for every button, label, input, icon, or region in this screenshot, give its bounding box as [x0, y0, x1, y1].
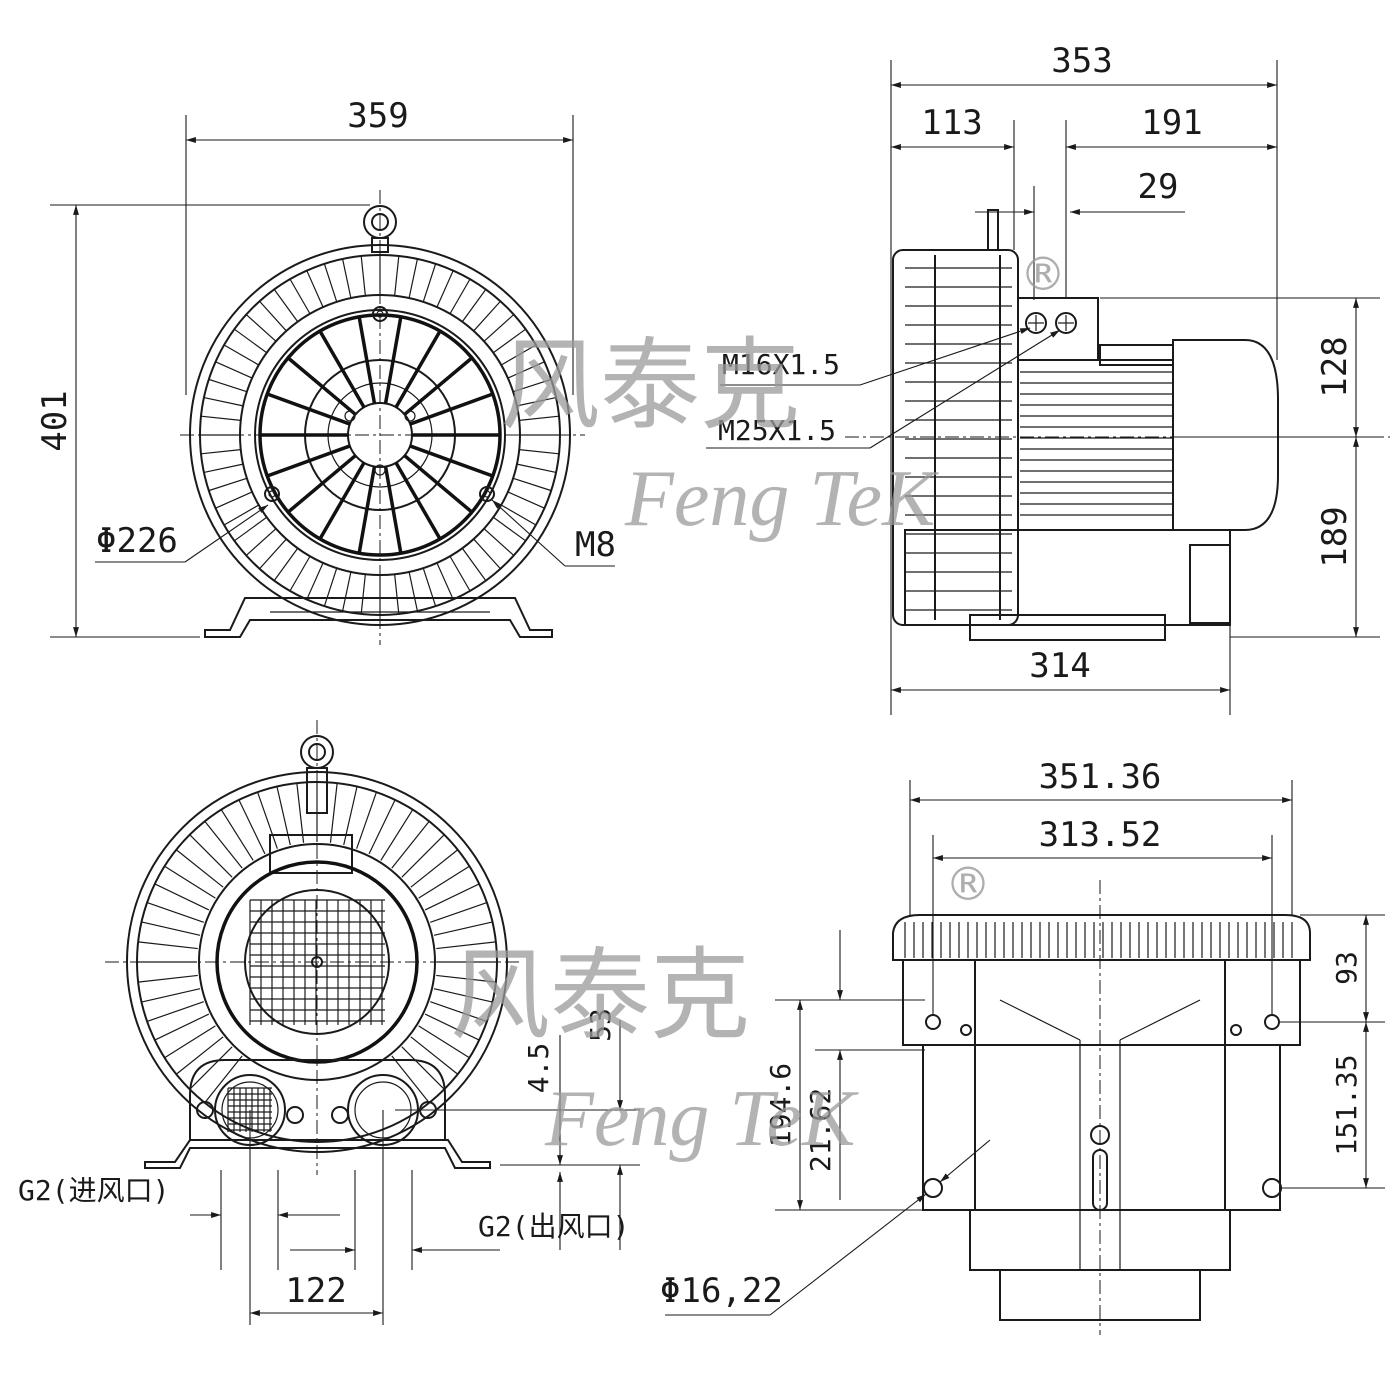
front-view: 359 401 Φ226 M8: [35, 96, 616, 645]
watermark-chinese: 风泰克: [500, 327, 800, 444]
fan-grille: [249, 899, 385, 1025]
dim-height-4-5: 4.5: [522, 1043, 555, 1094]
cooling-fins: [200, 255, 560, 615]
dim-front-height: 401: [35, 390, 75, 451]
dim-inner-width: 313.52: [1039, 815, 1162, 855]
dim-height-151: 151.35: [1330, 1054, 1363, 1155]
dim-height-194: 194.6: [764, 1063, 797, 1147]
label-inlet: G2(进风口): [18, 1174, 169, 1207]
label-outlet: G2(出风口): [478, 1210, 629, 1243]
dim-outer-width: 351.36: [1039, 757, 1162, 797]
bolt-hole-icon: [264, 306, 495, 502]
impeller-spokes: [260, 316, 500, 554]
bottom-fin-strip: [904, 922, 1293, 958]
dim-height-53: 53: [584, 1008, 617, 1042]
dim-left-offset: 113: [921, 103, 982, 143]
watermark-english: Feng TeK: [624, 455, 939, 543]
label-hole-diameter: Φ16,22: [660, 1271, 783, 1311]
dim-height-21: 21.62: [804, 1088, 837, 1172]
dim-front-width: 359: [347, 96, 408, 136]
side-view: 353 113 191 29 128 189 314 M16X1.5 M25X1…: [706, 41, 1390, 715]
label-thread-1: M16X1.5: [722, 348, 840, 381]
mounting-hole-icon: [923, 1014, 1282, 1198]
bottom-view: 351.36 313.52 93 151.35 194.6 21.62 Φ16,…: [660, 757, 1385, 1335]
watermark-english: Feng TeK: [544, 1075, 859, 1163]
watermark-top: 风泰克 Feng TeK ®: [500, 247, 1066, 543]
label-thread-2: M25X1.5: [718, 414, 836, 447]
watermark-chinese: 风泰克: [450, 937, 750, 1054]
dim-small-offset: 29: [1138, 167, 1179, 207]
registered-mark-icon: ®: [1020, 247, 1066, 301]
label-bolt: M8: [575, 525, 616, 565]
registered-mark-icon: ®: [945, 857, 991, 911]
dim-port-spacing: 122: [285, 1271, 346, 1311]
rear-view: 122 G2(进风口) G2(出风口) 53 4.5: [18, 720, 640, 1325]
label-diameter: Φ226: [96, 521, 178, 561]
terminal-screw-icon: [1025, 312, 1077, 334]
dim-total-length: 353: [1051, 41, 1112, 81]
dim-lower-height: 189: [1315, 506, 1355, 567]
side-cooling-fins: [905, 255, 1012, 620]
motor-fins: [1020, 371, 1172, 516]
dim-right-offset: 191: [1141, 103, 1202, 143]
dim-base-length: 314: [1029, 646, 1090, 686]
dim-upper-height: 128: [1315, 336, 1355, 397]
dim-height-93: 93: [1330, 951, 1363, 985]
watermark-bottom: 风泰克 Feng TeK ®: [450, 857, 991, 1163]
